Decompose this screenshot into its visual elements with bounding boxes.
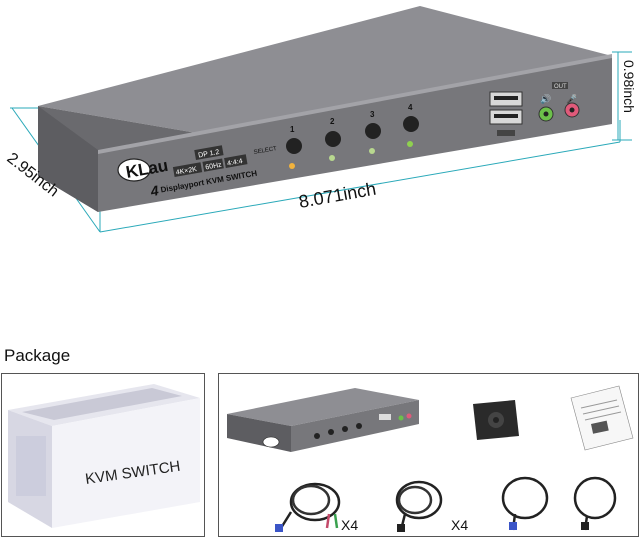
product-main-view: KLau DP 1.2 4K×2K 60Hz 4:4:4 4 Displaypo… [4, 6, 637, 233]
port-number-2: 2 [330, 117, 335, 126]
contents-dp-cable [573, 476, 617, 531]
out-label-box [552, 82, 568, 89]
port-number-3: 3 [370, 110, 375, 119]
badge-refresh: 60Hz [205, 162, 223, 172]
contents-cable-set-2 [395, 480, 443, 532]
select-buttons: 1 2 3 4 [286, 103, 419, 169]
microphone-icon: 🎤 [566, 93, 577, 104]
contents-remote-button-box [473, 400, 519, 440]
led-port-3 [369, 148, 375, 154]
select-button-1[interactable] [286, 138, 302, 154]
dimension-height-label: 0.98inch [621, 60, 637, 113]
cable-set-1-quantity: X4 [341, 517, 358, 533]
retail-box-panel: KVM SWITCH [1, 373, 205, 537]
box-top-lid-shade [22, 388, 182, 420]
device-edge-highlight [98, 54, 612, 154]
brand-logo: KLau [117, 156, 170, 182]
badge-chroma: 4:4:4 [227, 158, 244, 168]
contents-kvm-switch [227, 388, 419, 452]
port-number-1: 1 [290, 125, 295, 134]
kvm-switch-device: KLau DP 1.2 4K×2K 60Hz 4:4:4 4 Displaypo… [38, 6, 612, 212]
port-number-4: 4 [408, 103, 413, 112]
select-button-2[interactable] [325, 131, 341, 147]
speaker-icon: 🔊 [540, 93, 551, 105]
select-button-3[interactable] [365, 123, 381, 139]
port-count-mark: 4 [148, 182, 160, 199]
cable-set-2-quantity: X4 [451, 517, 468, 533]
package-heading: Package [4, 346, 71, 365]
led-port-4 [407, 141, 413, 147]
box-front [52, 398, 200, 528]
contents-usb-cable [501, 476, 549, 531]
usb-ports [489, 91, 523, 136]
select-label: SELECT [253, 146, 277, 156]
device-top-face [38, 6, 612, 140]
dimension-width-label: 8.071inch [297, 179, 377, 212]
retail-box-image: KVM SWITCH [8, 384, 200, 528]
contents-cable-set-1 [275, 482, 341, 532]
package-contents-image: X4 X4 [227, 385, 634, 533]
out-label: OUT [554, 84, 567, 90]
usb-icon-label [497, 130, 515, 136]
badge-resolution: 4K×2K [175, 166, 197, 177]
audio-jacks: OUT 🔊 🎤 [538, 82, 580, 122]
led-port-1 [289, 163, 295, 169]
led-port-2 [329, 155, 335, 161]
device-rear-edge [38, 106, 98, 212]
contents-user-manual [570, 385, 634, 451]
device-front-face [98, 56, 612, 212]
package-contents-panel: X4 X4 [218, 373, 639, 537]
select-button-4[interactable] [403, 116, 419, 132]
badge-dp: DP 1.2 [198, 149, 220, 160]
